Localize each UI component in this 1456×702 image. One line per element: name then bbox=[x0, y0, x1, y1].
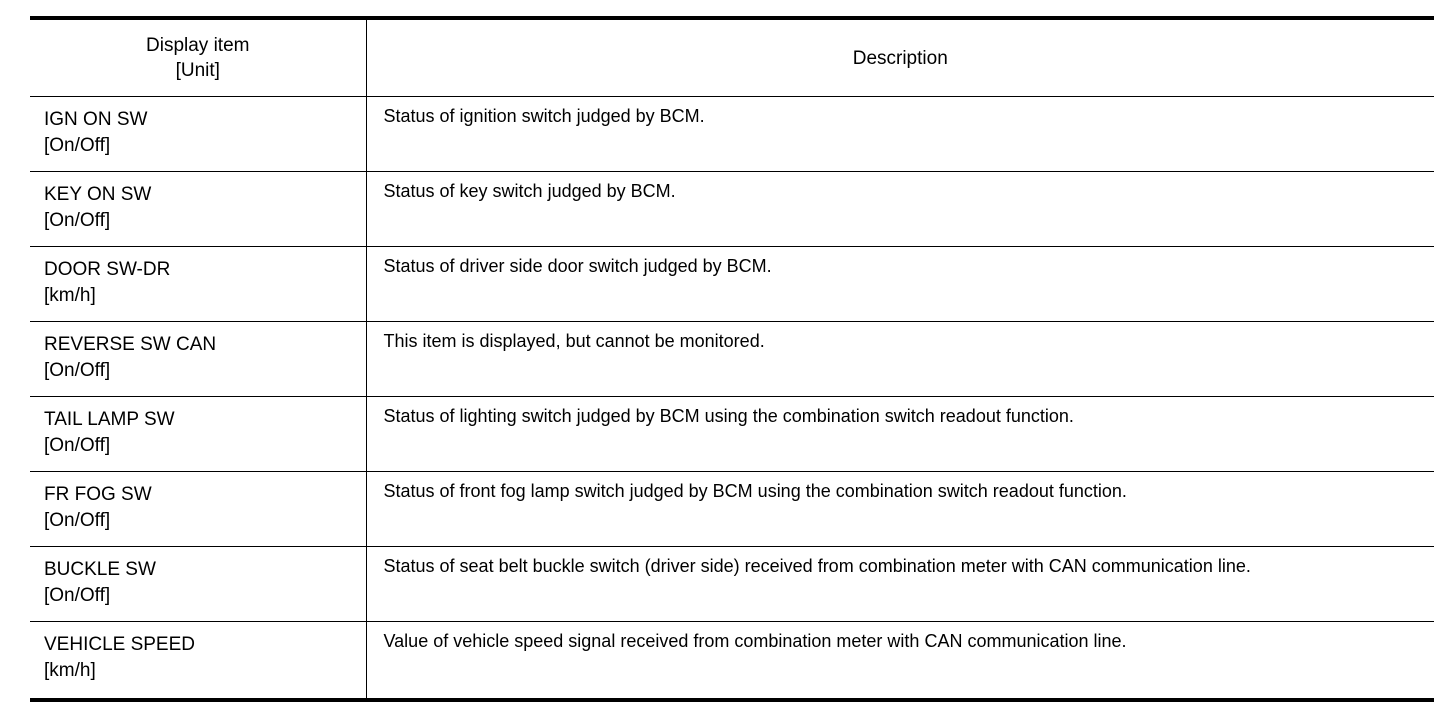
display-item-unit: [On/Off] bbox=[44, 210, 111, 231]
description-text: Value of vehicle speed signal received f… bbox=[383, 631, 1127, 651]
table-row: DOOR SW-DR [km/h] Status of driver side … bbox=[30, 246, 1434, 322]
column-header-description-inner: Description bbox=[852, 47, 948, 69]
display-item-block: IGN ON SW [On/Off] bbox=[30, 97, 366, 171]
display-item-name: FR FOG SW bbox=[44, 484, 152, 505]
cell-description: This item is displayed, but cannot be mo… bbox=[366, 321, 1434, 397]
cell-description: Status of seat belt buckle switch (drive… bbox=[366, 546, 1434, 622]
display-item-name: DOOR SW-DR bbox=[44, 259, 171, 280]
display-item-table: Display item [Unit] Description IGN ON S… bbox=[30, 16, 1434, 702]
display-item-block: TAIL LAMP SW [On/Off] bbox=[30, 397, 366, 471]
table-row: VEHICLE SPEED [km/h] Value of vehicle sp… bbox=[30, 621, 1434, 701]
display-item-name: REVERSE SW CAN bbox=[44, 334, 217, 355]
table-row: FR FOG SW [On/Off] Status of front fog l… bbox=[30, 471, 1434, 547]
display-item-unit: [On/Off] bbox=[44, 510, 111, 531]
display-item-unit: [On/Off] bbox=[44, 435, 111, 456]
column-header-display-item-line2: [Unit] bbox=[175, 60, 220, 81]
display-item-unit: [On/Off] bbox=[44, 135, 111, 156]
display-item-block: VEHICLE SPEED [km/h] bbox=[30, 622, 366, 696]
description-text: Status of front fog lamp switch judged b… bbox=[383, 481, 1127, 501]
cell-display-item: VEHICLE SPEED [km/h] bbox=[30, 621, 367, 700]
display-item-name: KEY ON SW bbox=[44, 184, 152, 205]
display-item-block: REVERSE SW CAN [On/Off] bbox=[30, 322, 366, 396]
cell-display-item: IGN ON SW [On/Off] bbox=[30, 96, 367, 172]
cell-display-item: DOOR SW-DR [km/h] bbox=[30, 246, 367, 322]
table-body: IGN ON SW [On/Off] Status of ignition sw… bbox=[30, 96, 1434, 701]
table-header: Display item [Unit] Description bbox=[30, 18, 1434, 97]
table-row: REVERSE SW CAN [On/Off] This item is dis… bbox=[30, 321, 1434, 397]
table-row: KEY ON SW [On/Off] Status of key switch … bbox=[30, 171, 1434, 247]
cell-description: Status of front fog lamp switch judged b… bbox=[366, 471, 1434, 547]
column-header-description: Description bbox=[366, 18, 1434, 97]
cell-display-item: TAIL LAMP SW [On/Off] bbox=[30, 396, 367, 472]
display-item-unit: [On/Off] bbox=[44, 585, 111, 606]
cell-display-item: REVERSE SW CAN [On/Off] bbox=[30, 321, 367, 397]
display-item-block: BUCKLE SW [On/Off] bbox=[30, 547, 366, 621]
cell-display-item: KEY ON SW [On/Off] bbox=[30, 171, 367, 247]
display-item-name: TAIL LAMP SW bbox=[44, 409, 175, 430]
display-item-unit: [On/Off] bbox=[44, 360, 111, 381]
spec-table-container: Display item [Unit] Description IGN ON S… bbox=[30, 16, 1434, 702]
table-row: BUCKLE SW [On/Off] Status of seat belt b… bbox=[30, 546, 1434, 622]
display-item-unit: [km/h] bbox=[44, 285, 96, 306]
display-item-block: KEY ON SW [On/Off] bbox=[30, 172, 366, 246]
cell-description: Status of driver side door switch judged… bbox=[366, 246, 1434, 322]
table-header-row: Display item [Unit] Description bbox=[30, 18, 1434, 97]
description-text: Status of lighting switch judged by BCM … bbox=[383, 406, 1074, 426]
page-canvas: Display item [Unit] Description IGN ON S… bbox=[30, 16, 1434, 702]
display-item-block: FR FOG SW [On/Off] bbox=[30, 472, 366, 546]
display-item-name: IGN ON SW bbox=[44, 109, 148, 130]
display-item-name: BUCKLE SW bbox=[44, 559, 156, 580]
table-row: TAIL LAMP SW [On/Off] Status of lighting… bbox=[30, 396, 1434, 472]
cell-description: Status of key switch judged by BCM. bbox=[366, 171, 1434, 247]
display-item-name: VEHICLE SPEED bbox=[44, 634, 195, 655]
column-header-display-item-inner: Display item [Unit] bbox=[30, 33, 366, 83]
cell-display-item: BUCKLE SW [On/Off] bbox=[30, 546, 367, 622]
description-text: Status of driver side door switch judged… bbox=[383, 256, 772, 276]
column-header-display-item: Display item [Unit] bbox=[30, 18, 367, 97]
cell-description: Value of vehicle speed signal received f… bbox=[366, 622, 1434, 701]
description-text: This item is displayed, but cannot be mo… bbox=[383, 331, 765, 351]
display-item-block: DOOR SW-DR [km/h] bbox=[30, 247, 366, 321]
description-text: Status of key switch judged by BCM. bbox=[383, 181, 676, 201]
description-text: Status of ignition switch judged by BCM. bbox=[383, 106, 705, 126]
table-row: IGN ON SW [On/Off] Status of ignition sw… bbox=[30, 96, 1434, 172]
cell-description: Status of lighting switch judged by BCM … bbox=[366, 396, 1434, 472]
display-item-unit: [km/h] bbox=[44, 660, 96, 681]
column-header-display-item-line1: Display item bbox=[146, 35, 250, 56]
description-text: Status of seat belt buckle switch (drive… bbox=[383, 556, 1251, 576]
cell-description: Status of ignition switch judged by BCM. bbox=[366, 96, 1434, 172]
cell-display-item: FR FOG SW [On/Off] bbox=[30, 471, 367, 547]
